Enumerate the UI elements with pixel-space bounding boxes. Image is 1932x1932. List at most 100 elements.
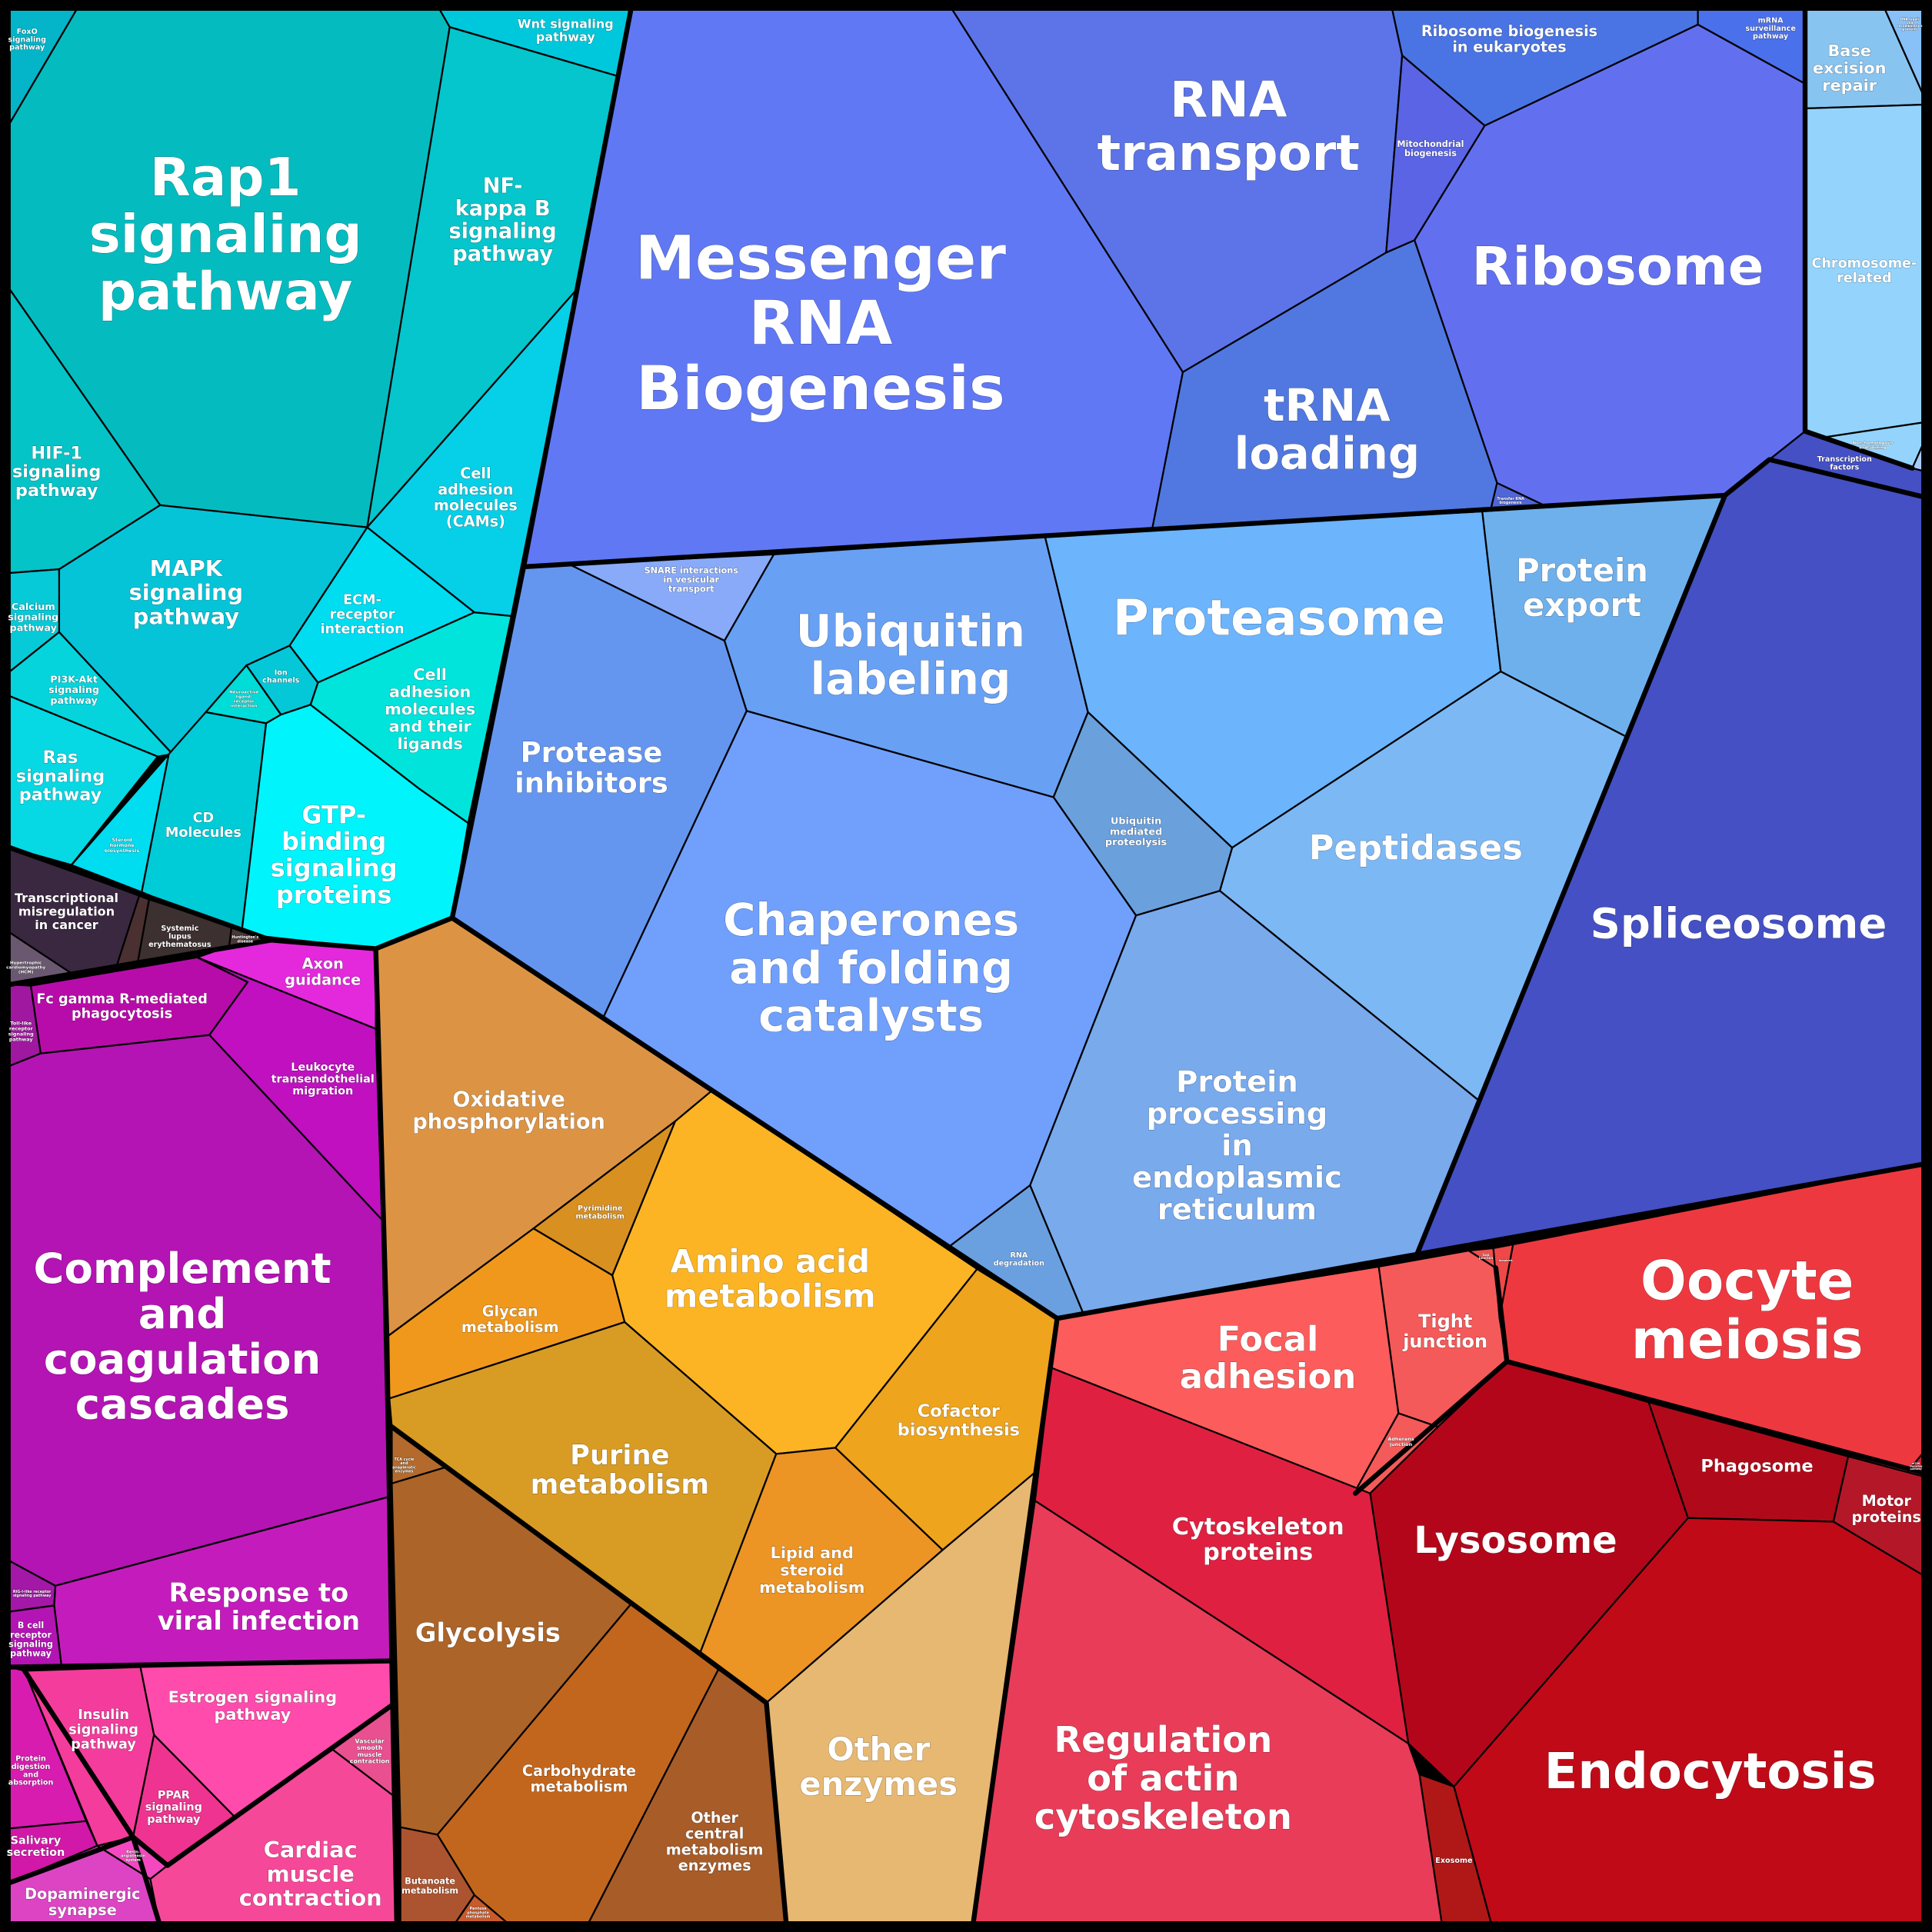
label-line: Transcriptional (15, 891, 118, 905)
label-line: Ribosome biogenesis (1421, 22, 1597, 39)
label-line: Regulation (1054, 1718, 1272, 1760)
label-line: Insulin (78, 1707, 129, 1723)
label-line: absorption (8, 1779, 54, 1787)
label-line: pathway (133, 603, 240, 629)
label-line: of actin (1087, 1757, 1239, 1798)
label-line: loading (1234, 427, 1421, 479)
label-line: Cytoskeleton (1172, 1514, 1344, 1541)
label-line: Peptidases (1309, 827, 1523, 868)
label-line: signaling (271, 854, 398, 883)
label-line: junction (1402, 1331, 1487, 1352)
label-line: Oocyte (1641, 1249, 1854, 1312)
label-line: Calcium (12, 601, 55, 612)
label-line: export (1523, 586, 1641, 624)
label-line: in cancer (35, 917, 98, 931)
label-exosome: Exosome (1435, 1857, 1473, 1865)
label-line: Protein (1516, 551, 1648, 589)
label-apoptosis: Apoptosis (1499, 1259, 1513, 1262)
label-line: muscle (267, 1860, 355, 1887)
label-line: Pyrimidine (578, 1204, 623, 1213)
label-line: metabolism (531, 1469, 710, 1501)
label-line: pathway (1910, 1467, 1923, 1471)
label-line: biogenesis (1500, 501, 1522, 505)
border-orange-left (373, 946, 400, 1925)
label-line: signaling (129, 579, 244, 605)
label-line: SNARE interactions (645, 565, 739, 575)
label-line: signaling (145, 1801, 202, 1814)
label-line: pathway (50, 695, 98, 706)
label-line: Base (1827, 42, 1870, 60)
label-line: endoplasmic (1132, 1161, 1342, 1195)
label-line: Dopaminergic (25, 1885, 140, 1903)
label-line: Glycan (482, 1302, 538, 1320)
label-line: metabolism (759, 1578, 864, 1597)
label-line: angiotensin (121, 1854, 145, 1858)
label-line: related (1837, 271, 1892, 286)
label-line: hormone (110, 842, 135, 848)
label-endocytosis: Endocytosis (1544, 1744, 1877, 1800)
label-line: Non-homologous (1852, 441, 1894, 445)
label-line: Gap (1483, 1253, 1490, 1257)
label-line: end-joining (1859, 445, 1887, 450)
label-line: Ion (275, 668, 288, 677)
label-line: Lysosome (1414, 1519, 1617, 1562)
label-line: in vesicular (663, 575, 719, 585)
label-line: Salivary (11, 1835, 62, 1847)
label-line: Systemic (161, 924, 198, 933)
label-line: pathway (1753, 32, 1789, 41)
label-line: signaling (8, 611, 58, 623)
label-ribosome: Ribosome (1471, 236, 1764, 298)
label-line: metabolism (531, 1777, 628, 1795)
label-line: Cell (413, 665, 447, 684)
label-line: tRNA (1264, 379, 1391, 431)
label-line: binding (281, 827, 386, 856)
label-line: central (685, 1824, 744, 1842)
label-line: metabolism (461, 1318, 559, 1336)
label-line: recombination (1897, 24, 1923, 28)
label-line: Vascular (355, 1737, 384, 1744)
border-magenta-pink (7, 1658, 395, 1670)
label-line: B cell (18, 1621, 44, 1631)
cell-gtp[interactable] (240, 704, 469, 950)
label-line: interaction (320, 621, 404, 637)
label-line: Huntington's (232, 935, 258, 940)
label-line: phosphorylation (412, 1110, 605, 1134)
label-line: RIG-I-like receptor (13, 1589, 52, 1594)
label-line: proteins (1203, 1538, 1313, 1565)
label-line: pathway (15, 480, 98, 500)
label-spliceosome: Spliceosome (1591, 899, 1887, 948)
label-line: and (400, 1461, 408, 1466)
label-line: catalysts (758, 989, 984, 1041)
label-line: and (1907, 21, 1914, 25)
label-line: Steroid (112, 837, 132, 843)
label-line: degradation (994, 1259, 1044, 1267)
cells (8, 8, 1924, 1924)
label-line: in eukaryotes (1452, 38, 1566, 55)
label-line: RNA (749, 288, 893, 359)
label-line: viral infection (158, 1605, 360, 1635)
label-line: Carbohydrate (522, 1761, 636, 1779)
label-line: pathway (214, 1705, 291, 1724)
